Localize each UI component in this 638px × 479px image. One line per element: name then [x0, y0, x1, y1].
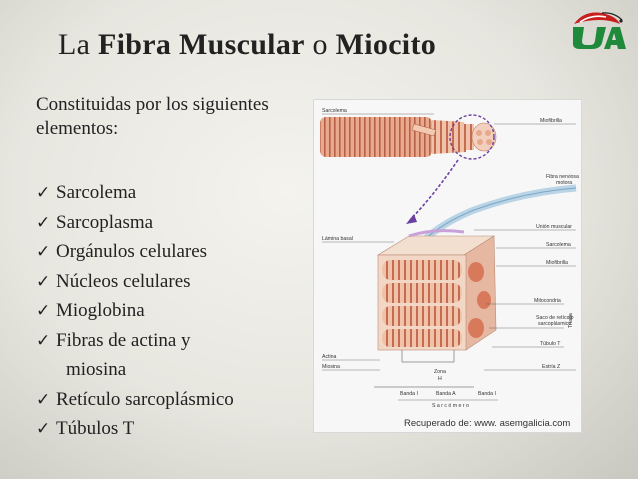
check-icon: ✓	[36, 419, 51, 439]
label-zona: Zona	[434, 369, 446, 375]
check-icon: ✓	[36, 301, 51, 321]
elements-list: ✓Sarcolema ✓Sarcoplasma ✓Orgánulos celul…	[36, 178, 234, 444]
label-triada: Tríada	[568, 313, 574, 328]
list-item: ✓Retículo sarcoplásmico	[36, 385, 234, 415]
check-icon: ✓	[36, 242, 51, 262]
label-motora: motora	[556, 180, 572, 186]
list-item: ✓Sarcolema	[36, 178, 234, 208]
list-item: ✓Sarcoplasma	[36, 208, 234, 238]
label-sarcolema: Sarcolema	[546, 242, 571, 248]
fiber-cross-section-illustration	[374, 229, 497, 388]
check-icon: ✓	[36, 271, 51, 292]
label-actina: Actina	[322, 354, 337, 360]
title-bold-fibra: Fibra Muscular	[98, 28, 305, 61]
label-banda-a: Banda A	[436, 391, 456, 397]
label-saco-reticulo: Saco de retículo	[536, 315, 574, 321]
list-item: ✓Túbulos T	[36, 414, 234, 444]
label-mitocondria: Mitocondria	[534, 298, 561, 304]
label-fibra-nerviosa: Fibra nerviosa	[546, 174, 579, 180]
label-banda-i-1: Banda I	[400, 391, 418, 397]
fiber-top-illustration	[320, 114, 497, 224]
label-union-muscular: Unión muscular	[536, 224, 572, 230]
label-h: H	[438, 376, 442, 382]
check-icon: ✓	[36, 212, 51, 233]
label-tubulo-t: Túbulo T	[540, 341, 561, 347]
check-icon: ✓	[36, 183, 51, 203]
label-miofibrilla-top: Miofibrilla	[540, 118, 562, 124]
image-credit: Recuperado de: www. asemgalicia.com	[404, 418, 571, 429]
list-item: ✓Núcleos celulares	[36, 267, 234, 297]
intro-text: Constituidas por los siguientes elemento…	[36, 94, 269, 139]
slide-title: La Fibra Muscular o Miocito	[58, 28, 437, 61]
label-estria-z: Estría Z	[542, 364, 560, 370]
list-item: ✓Mioglobina	[36, 296, 234, 326]
label-sarcolema-top: Sarcolema	[322, 108, 347, 114]
label-sarcomero: S a r c ó m e r o	[432, 403, 469, 409]
label-lamina-basal: Lámina basal	[322, 236, 353, 242]
label-banda-i-2: Banda I	[478, 391, 496, 397]
label-miofibrilla: Miofibrilla	[546, 260, 568, 266]
label-miosina: Miosina	[322, 364, 340, 370]
list-item: ✓Fibras de actina y	[36, 326, 234, 356]
list-item: ✓Orgánulos celulares	[36, 237, 234, 267]
muscle-fiber-diagram: Sarcolema Miofibrilla Fibra nerviosa mot…	[313, 99, 582, 433]
check-icon: ✓	[36, 330, 51, 351]
check-icon: ✓	[36, 389, 51, 410]
list-item-continuation: miosina	[66, 359, 127, 380]
university-logo	[572, 12, 626, 49]
label-sarcoplasmico: sarcoplásmico	[538, 321, 571, 327]
title-bold-miocito: Miocito	[335, 28, 437, 61]
